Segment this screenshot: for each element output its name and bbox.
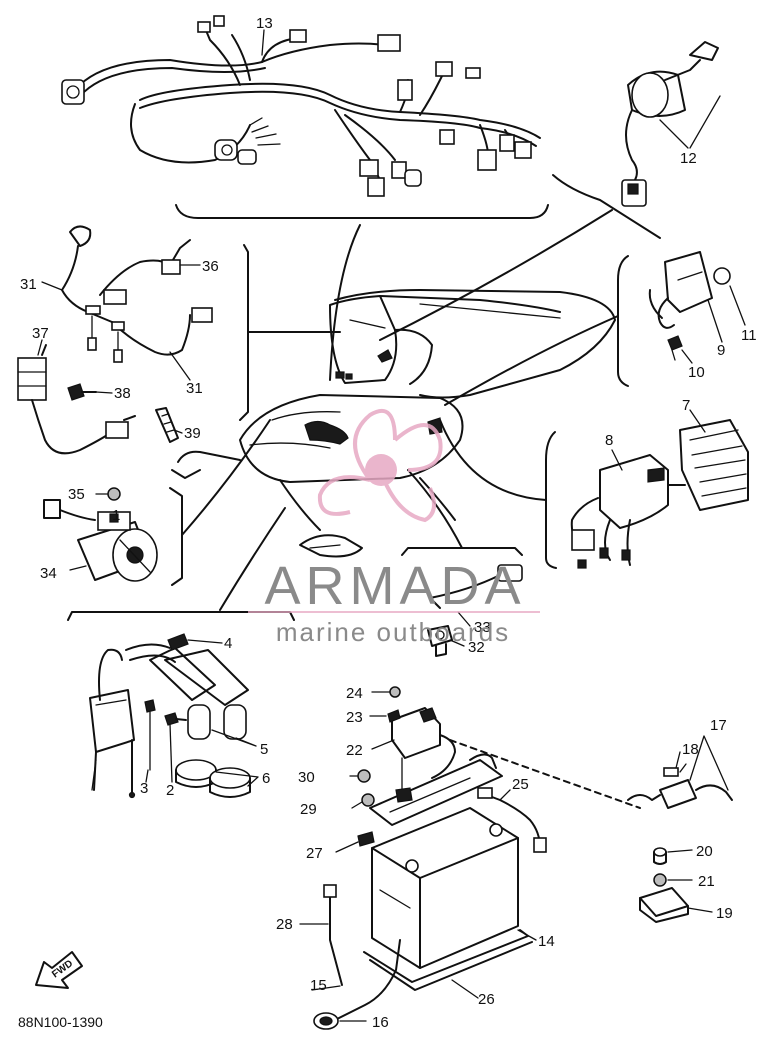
watercraft-body (171, 289, 616, 558)
wire-lead-group (61, 225, 213, 363)
bolt-2-3 (144, 699, 187, 771)
part-label-13: 13 (256, 15, 273, 32)
part-label-16: 16 (372, 1014, 389, 1031)
part-label-4: 4 (224, 635, 232, 652)
part-label-30: 30 (298, 769, 315, 786)
part-label-17: 17 (710, 717, 727, 734)
part-label-6: 6 (262, 770, 270, 787)
part-label-23: 23 (346, 709, 363, 726)
battery (371, 807, 519, 969)
part-label-36: 36 (202, 258, 219, 275)
part-label-31-upper: 31 (20, 276, 37, 293)
fwd-label: FWD (50, 958, 75, 980)
oil-pressure-switch (427, 564, 523, 657)
watermark-tagline: marine outboards (276, 617, 510, 647)
part-label-12: 12 (680, 150, 697, 167)
small-fasteners (357, 686, 401, 847)
starter-relay (391, 707, 456, 803)
part-label-1: 1 (112, 507, 120, 524)
part-label-29: 29 (300, 801, 317, 818)
wire-lead-37 (17, 344, 136, 455)
part-label-22: 22 (346, 742, 363, 759)
part-label-34: 34 (40, 565, 57, 582)
part-label-14: 14 (538, 933, 555, 950)
part-labels: 13 12 11 9 10 7 8 36 31 31 37 38 39 35 3… (20, 15, 757, 1031)
part-label-27: 27 (306, 845, 323, 862)
group-brackets (67, 174, 661, 621)
part-label-7: 7 (682, 397, 690, 414)
battery-strap-bracket (369, 753, 503, 826)
fuse-holder (449, 739, 733, 809)
cdi-unit (570, 419, 749, 569)
part-label-20: 20 (696, 843, 713, 860)
propeller-logo-icon (317, 408, 443, 523)
part-label-5: 5 (260, 741, 268, 758)
part-label-2: 2 (166, 782, 174, 799)
part-label-15: 15 (310, 977, 327, 994)
fwd-direction-badge: FWD (35, 951, 83, 989)
clamp-39 (155, 407, 179, 443)
bolt-38 (67, 383, 97, 401)
part-label-37: 37 (32, 325, 49, 342)
part-label-26: 26 (478, 991, 495, 1008)
leader-lines (181, 209, 619, 611)
part-label-33: 33 (474, 619, 491, 636)
label-leaders (37, 29, 746, 1022)
battery-leads-15-28 (313, 884, 401, 1030)
part-label-8: 8 (605, 432, 613, 449)
ignition-coil (89, 643, 176, 799)
diagram-code: 88N100-1390 (18, 1014, 103, 1030)
starter-motor (43, 487, 158, 582)
part-label-39: 39 (184, 425, 201, 442)
part-label-31-lower: 31 (186, 380, 203, 397)
cap-seal-6 (175, 759, 251, 798)
part-label-25: 25 (512, 776, 529, 793)
part-label-10: 10 (688, 364, 705, 381)
plug-cap-set (149, 633, 249, 740)
part-label-32: 32 (468, 639, 485, 656)
part-label-18: 18 (682, 741, 699, 758)
fuse-box-19 (639, 847, 689, 923)
watermark-brand: ARMADA (264, 556, 525, 616)
part-label-21: 21 (698, 873, 715, 890)
wire-harness (61, 15, 541, 197)
part-label-35: 35 (68, 486, 85, 503)
part-label-24: 24 (346, 685, 363, 702)
part-label-28: 28 (276, 916, 293, 933)
main-switch (621, 41, 719, 207)
part-label-11: 11 (741, 327, 757, 344)
part-label-9: 9 (717, 342, 725, 359)
part-label-38: 38 (114, 385, 131, 402)
battery-lead-25 (477, 787, 547, 853)
part-label-19: 19 (716, 905, 733, 922)
watermark-logo (317, 408, 443, 523)
rectifier-regulator (648, 251, 731, 361)
part-label-3: 3 (140, 780, 148, 797)
